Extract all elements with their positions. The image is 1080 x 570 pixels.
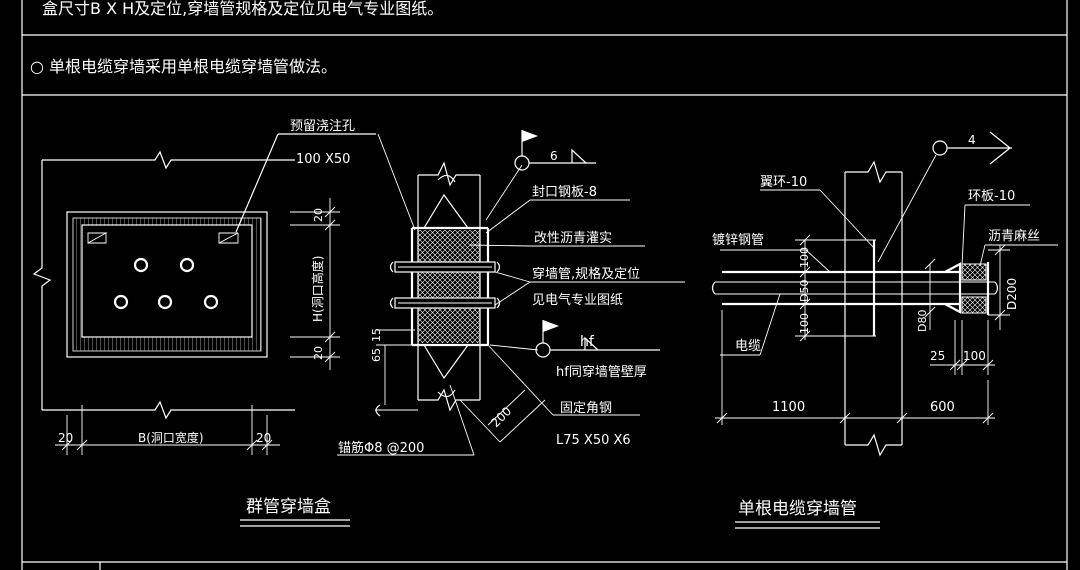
asphalt-fill [418, 230, 480, 343]
dim-20-top: 20 [312, 208, 325, 222]
frame [21, 0, 1068, 570]
label-asphalt: 改性沥青灌实 [534, 231, 612, 246]
dim-65: 65 [370, 348, 383, 362]
label-asphalt-hemp: 沥青麻丝 [988, 229, 1040, 244]
header-line-1: 盒尺寸B X H及定位,穿墙管规格及定位见电气专业图纸。 [42, 0, 443, 18]
label-pour-hole: 预留浇注孔 [290, 119, 355, 134]
dim-200: 200 [488, 404, 514, 430]
dim-25: 25 [930, 349, 945, 363]
dim-100-right: 100 [963, 349, 986, 363]
weld-4: 4 [968, 133, 976, 147]
dim-d50: D50 [798, 280, 811, 302]
label-angle-size: L75 X50 X6 [556, 433, 631, 448]
dim-15: 15 [370, 328, 383, 342]
label-wing-ring: 翼环-10 [760, 175, 807, 190]
label-hf: hf同穿墙管壁厚 [556, 364, 647, 380]
box-frame-inner [81, 224, 253, 338]
label-pour-hole-size: 100 X50 [296, 152, 350, 167]
dim-100-top: 100 [798, 247, 811, 268]
dim-d200: D200 [1005, 278, 1019, 310]
label-anchor: 锚筋Φ8 @200 [338, 440, 424, 456]
dim-1100: 1100 [772, 400, 805, 415]
label-steel-pipe: 镀锌钢管 [712, 232, 764, 248]
header-line-2: ○ 单根电缆穿墙采用单根电缆穿墙管做法。 [30, 57, 337, 76]
label-angle: 固定角钢 [560, 401, 612, 416]
right-detail [711, 131, 1058, 529]
dim-100-bottom: 100 [798, 313, 811, 334]
label-ring-plate: 环板-10 [968, 189, 1015, 204]
label-cable: 电缆 [735, 338, 761, 354]
label-seal-plate: 封口钢板-8 [532, 185, 597, 200]
left-detail [32, 133, 376, 527]
middle-detail [337, 130, 685, 456]
box-frame-outer [66, 211, 268, 358]
dim-20-left: 20 [58, 431, 73, 445]
dim-600: 600 [930, 400, 955, 415]
dim-20-right: 20 [256, 431, 271, 445]
label-pipe-1: 穿墙管,规格及定位 [532, 266, 640, 282]
weld-6: 6 [550, 149, 558, 163]
dim-d80: D80 [916, 310, 929, 332]
dim-20-bottom: 20 [312, 346, 325, 360]
left-detail-title: 群管穿墙盒 [246, 497, 331, 517]
right-detail-title: 单根电缆穿墙管 [738, 499, 857, 519]
dim-h: H(洞口高度) [310, 256, 325, 322]
pipe-circles [113, 257, 219, 310]
weld-hf: hf [580, 334, 595, 350]
dim-b: B(洞口宽度) [138, 430, 204, 445]
label-pipe-2: 见电气专业图纸 [532, 292, 623, 308]
